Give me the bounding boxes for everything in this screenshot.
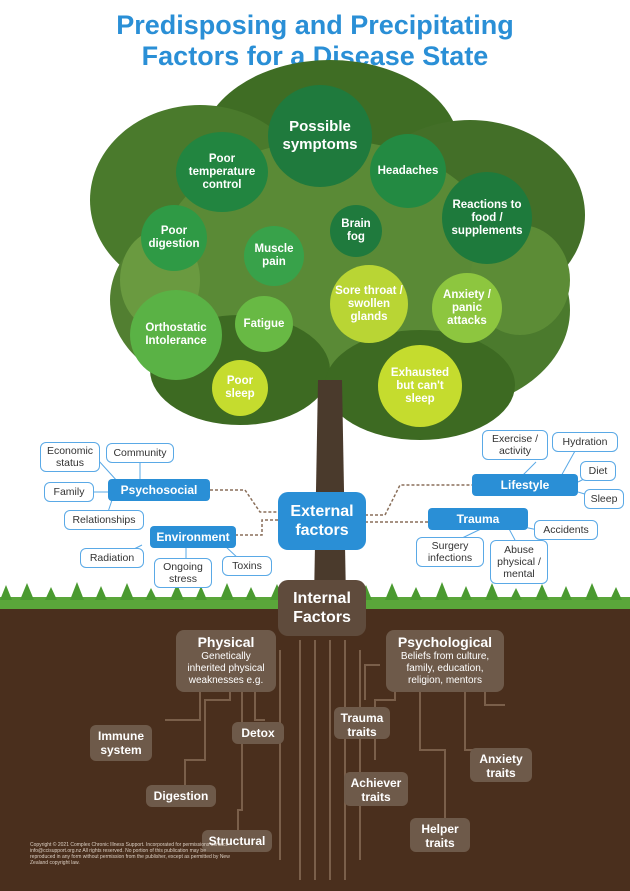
physical-box: Physical Genetically inherited physical … — [176, 630, 276, 692]
environment-item-ongoing-stress: Ongoing stress — [154, 558, 212, 588]
bubble-sore-throat: Sore throat / swollen glands — [330, 265, 408, 343]
psychosocial-item-economic-status: Economic status — [40, 442, 100, 472]
psychological-item-helper-traits: Helper traits — [410, 818, 470, 852]
lifestyle-item-exercise: Exercise / activity — [482, 430, 548, 460]
lifestyle-item-hydration: Hydration — [552, 432, 618, 452]
trauma-item-accidents: Accidents — [534, 520, 598, 540]
environment-item-radiation: Radiation — [80, 548, 144, 568]
bubble-possible-symptoms: Possible symptoms — [268, 85, 372, 187]
title-line-1: Predisposing and Precipitating — [116, 10, 514, 40]
bubble-fatigue: Fatigue — [235, 296, 293, 352]
physical-label: Physical — [197, 634, 255, 650]
environment-item-toxins: Toxins — [222, 556, 272, 576]
psychosocial-label: Psychosocial — [108, 479, 210, 501]
copyright-notice: Copyright © 2021 Complex Chronic Illness… — [30, 842, 230, 866]
psychological-description: Beliefs from culture, family, education,… — [400, 651, 490, 686]
psychological-box: Psychological Beliefs from culture, fami… — [386, 630, 504, 692]
trauma-label: Trauma — [428, 508, 528, 530]
physical-item-immune-system: Immune system — [90, 725, 152, 761]
psychosocial-item-family: Family — [44, 482, 94, 502]
bubble-anxiety: Anxiety / panic attacks — [432, 273, 502, 343]
bubble-poor-digestion: Poor digestion — [141, 205, 207, 271]
lifestyle-item-diet: Diet — [580, 461, 616, 481]
dashed-connectors — [210, 484, 472, 536]
psychological-item-achiever-traits: Achiever traits — [344, 772, 408, 806]
trauma-item-surgery-infections: Surgery infections — [416, 537, 484, 567]
bubble-headaches: Headaches — [370, 134, 446, 208]
bubble-orthostatic-intolerance: Orthostatic Intolerance — [130, 290, 222, 380]
bubble-brain-fog: Brain fog — [330, 205, 382, 257]
physical-description: Genetically inherited physical weaknesse… — [187, 651, 265, 686]
psychosocial-item-community: Community — [106, 443, 174, 463]
lifestyle-item-sleep: Sleep — [584, 489, 624, 509]
tree-trunk — [314, 380, 346, 600]
bubble-exhausted: Exhausted but can't sleep — [378, 345, 462, 427]
physical-item-structural: Structural — [202, 830, 272, 852]
psychological-item-trauma-traits: Trauma traits — [334, 707, 390, 739]
grass-blades — [0, 582, 622, 600]
internal-factors-box: Internal Factors — [278, 580, 366, 636]
physical-item-detox: Detox — [232, 722, 284, 744]
trauma-item-abuse: Abuse physical / mental — [490, 540, 548, 584]
psychosocial-item-relationships: Relationships — [64, 510, 144, 530]
psychological-item-anxiety-traits: Anxiety traits — [470, 748, 532, 782]
external-factors-box: External factors — [278, 492, 366, 550]
bubble-muscle-pain: Muscle pain — [244, 226, 304, 286]
bubble-reactions: Reactions to food / supplements — [442, 172, 532, 264]
environment-label: Environment — [150, 526, 236, 548]
bubble-poor-sleep: Poor sleep — [212, 360, 268, 416]
physical-item-digestion: Digestion — [146, 785, 216, 807]
page-title: Predisposing and Precipitating Factors f… — [0, 10, 630, 72]
bubble-poor-temperature-control: Poor temperature control — [176, 132, 268, 212]
psychological-label: Psychological — [397, 634, 493, 650]
lifestyle-label: Lifestyle — [472, 474, 578, 496]
